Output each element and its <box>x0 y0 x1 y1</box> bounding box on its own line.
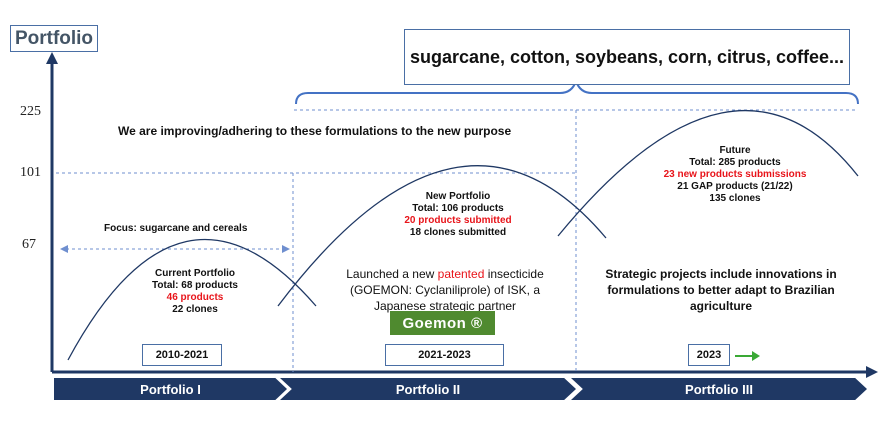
current-total: Total: 68 products <box>152 280 238 291</box>
phase-portfolio-3: Portfolio III <box>571 378 867 400</box>
future-highlight: 23 new products submissions <box>663 169 807 180</box>
future-gap: 21 GAP products (21/22) <box>677 181 793 192</box>
y-axis-title: Portfolio <box>10 25 98 52</box>
desc-suffix: insecticide (GOEMON: Cyclaniliprole) of … <box>349 267 544 313</box>
desc-prefix: Launched a new <box>346 267 438 281</box>
future-clones: 135 clones <box>709 193 761 204</box>
current-highlight: 46 products <box>166 292 224 303</box>
current-portfolio-block: Current Portfolio Total: 68 products 46 … <box>140 268 250 316</box>
new-portfolio-block: New Portfolio Total: 106 products 20 pro… <box>393 191 523 239</box>
y-tick-101: 101 <box>20 165 41 180</box>
green-arrow-icon <box>735 351 760 361</box>
desc-patented: patented <box>437 267 485 281</box>
period-box-2010-2021: 2010-2021 <box>142 344 222 366</box>
improving-text: We are improving/adhering to these formu… <box>118 124 512 138</box>
focus-range-arrow <box>60 245 290 253</box>
y-tick-225: 225 <box>20 104 41 119</box>
future-description: Strategic projects include innovations i… <box>605 267 837 313</box>
period-box-2021-2023: 2021-2023 <box>385 344 504 366</box>
new-portfolio-description: Launched a new patented insecticide (GOE… <box>325 266 565 314</box>
new-total: Total: 106 products <box>412 203 504 214</box>
period-box-2023: 2023 <box>688 344 730 366</box>
future-total: Total: 285 products <box>689 157 781 168</box>
current-title: Current Portfolio <box>155 268 235 279</box>
goemon-logo: Goemon ® <box>390 311 495 335</box>
crops-banner: sugarcane, cotton, soybeans, corn, citru… <box>404 29 850 85</box>
focus-text: Focus: sugarcane and cereals <box>104 223 248 234</box>
curve-portfolio-3 <box>557 109 859 237</box>
future-portfolio-block: Future Total: 285 products 23 new produc… <box>645 145 825 205</box>
curve-portfolio-1 <box>67 239 317 361</box>
y-axis-arrowhead <box>46 52 58 64</box>
phase-portfolio-2: Portfolio II <box>280 378 576 400</box>
x-axis-arrowhead <box>866 366 878 378</box>
new-title: New Portfolio <box>425 191 491 202</box>
current-clones: 22 clones <box>172 304 218 315</box>
curve-portfolio-2 <box>277 165 607 307</box>
phase-portfolio-1: Portfolio I <box>54 378 287 400</box>
new-clones: 18 clones submitted <box>409 227 507 238</box>
new-highlight: 20 products submitted <box>404 215 512 226</box>
y-tick-67: 67 <box>22 237 36 252</box>
future-title: Future <box>719 145 751 156</box>
